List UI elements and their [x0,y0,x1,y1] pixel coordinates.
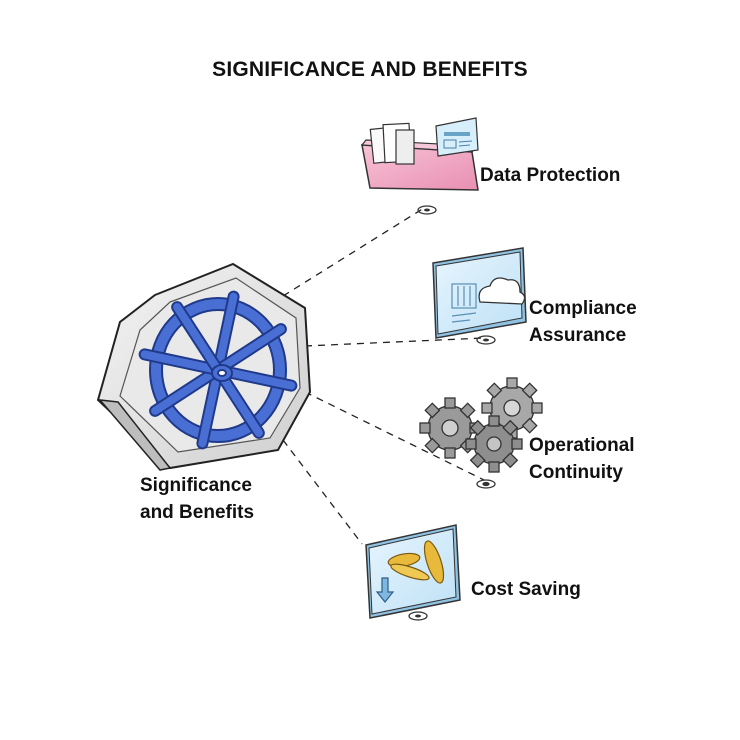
label-cost-saving-text: Cost Saving [471,579,581,600]
helm-wheel-icon [96,262,312,471]
open-box-with-files-icon [360,117,479,215]
coins-down-arrow-icon [365,524,461,621]
label-operational-continuity: Operational Continuity [529,432,635,486]
label-data-protection-text: Data Protection [480,165,621,186]
connector-cost-saving [282,439,363,545]
label-compliance-assurance-line2: Assurance [529,325,627,346]
label-operational-continuity-line1: Operational [529,435,635,456]
center-label-line1: Significance [140,475,252,496]
label-compliance-assurance: Compliance Assurance [529,295,637,349]
center-label-line2: and Benefits [140,502,255,523]
label-compliance-assurance-line1: Compliance [529,298,637,319]
gears-icon [419,377,543,489]
center-label: Significance and Benefits [140,472,254,526]
label-data-protection: Data Protection [480,162,620,189]
label-operational-continuity-line2: Continuity [529,462,623,483]
connector-lines [282,207,485,545]
connector-data-protection [282,207,425,297]
cloud-document-panel-icon [432,247,527,345]
label-cost-saving: Cost Saving [471,576,581,603]
diagram-title: SIGNIFICANCE AND BENEFITS [212,58,528,81]
connector-compliance-assurance [304,337,485,347]
